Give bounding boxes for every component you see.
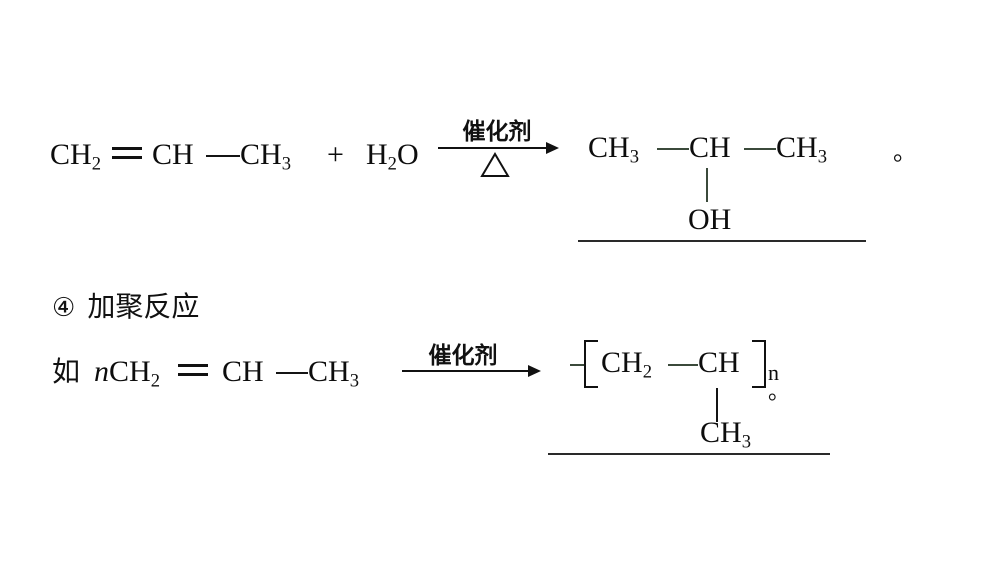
- single-bond-1: [206, 155, 240, 157]
- product-bond-vertical: [706, 168, 708, 202]
- single-bond-2: [276, 372, 308, 374]
- polymer-bracket-left: [584, 340, 598, 388]
- water-h-subscript: 2: [387, 153, 397, 175]
- arrow-2-head: [528, 365, 541, 377]
- example-lead-in: 如: [52, 355, 81, 388]
- reactant-ch2-subscript: 2: [91, 153, 101, 175]
- arrow-2-catalyst-label: 催化剂: [428, 343, 498, 369]
- plus-sign-1: +: [327, 138, 344, 171]
- reactant-ch2-label: CH: [50, 138, 92, 171]
- monomer-ch2-label: CH: [109, 355, 151, 388]
- polymer-unit-ch: CH: [698, 348, 740, 378]
- polymer-bracket-right: [752, 340, 766, 388]
- product-left-ch3: CH3: [588, 133, 639, 167]
- section-4-title: 加聚反应: [87, 290, 200, 323]
- monomer-ch-middle: CH: [222, 357, 264, 387]
- arrow-1-catalyst-label: 催化剂: [462, 119, 532, 145]
- product-bond-right: [744, 148, 776, 150]
- product-center-ch-label: CH: [689, 131, 731, 164]
- polymer-unit-ch-label: CH: [698, 346, 740, 379]
- heat-triangle-icon: [480, 152, 510, 178]
- polymer-unit-ch2-subscript: 2: [642, 361, 652, 383]
- double-bond-1: [112, 147, 142, 159]
- arrow-1-shaft: [438, 147, 548, 149]
- polymer-degree-subscript-n: n: [768, 360, 779, 385]
- section-4-heading: ④ 加聚反应: [52, 290, 200, 323]
- polymer-unit-ch2-label: CH: [601, 346, 643, 379]
- monomer-coefficient-and-ch2: nCH2: [94, 357, 160, 391]
- answer-underline-2: [548, 453, 830, 455]
- polymer-branch-ch3-subscript: 3: [741, 431, 751, 453]
- product-right-ch3: CH3: [776, 133, 827, 167]
- monomer-ch2-subscript: 2: [150, 370, 160, 392]
- monomer-ch3-subscript: 3: [349, 370, 359, 392]
- water-o: O: [396, 138, 419, 171]
- reactant-water: H2O: [366, 140, 419, 174]
- product-left-ch3-subscript: 3: [629, 146, 639, 168]
- sentence-period-2: 。: [768, 380, 791, 405]
- polymer-branch-bond: [716, 388, 718, 422]
- reactant-ch3-subscript: 3: [281, 153, 291, 175]
- sentence-period-1: 。: [893, 138, 917, 166]
- reactant-ch3: CH3: [240, 140, 291, 174]
- reactant-ch-middle: CH: [152, 140, 194, 170]
- product-right-ch3-subscript: 3: [817, 146, 827, 168]
- monomer-ch-middle-label: CH: [222, 355, 264, 388]
- answer-underline-1: [578, 240, 866, 242]
- reaction-1-block: CH2 CH CH3 + H2O 催化剂 CH3 CH: [0, 0, 1000, 260]
- arrow-2-shaft: [402, 370, 530, 372]
- polymer-branch-ch3-label: CH: [700, 416, 742, 449]
- product-right-ch3-label: CH: [776, 131, 818, 164]
- water-h: H: [366, 138, 388, 171]
- product-center-ch: CH: [689, 133, 731, 163]
- reactant-ch2: CH2: [50, 140, 101, 174]
- reaction-arrow-1: 催化剂: [438, 112, 560, 192]
- polymer-branch-ch3: CH3: [700, 418, 751, 452]
- product-bond-left: [657, 148, 689, 150]
- product-hydroxyl: OH: [688, 203, 732, 236]
- monomer-ch3: CH3: [308, 357, 359, 391]
- monomer-coefficient-n: n: [94, 355, 109, 388]
- reactant-ch3-label: CH: [240, 138, 282, 171]
- section-4-marker: ④: [52, 293, 76, 323]
- monomer-ch3-label: CH: [308, 355, 350, 388]
- reaction-arrow-2: 催化剂: [402, 336, 542, 396]
- reactant-ch-middle-label: CH: [152, 138, 194, 171]
- polymer-unit-ch2: CH2: [601, 348, 652, 382]
- product-left-ch3-label: CH: [588, 131, 630, 164]
- polymer-backbone-bond: [668, 364, 698, 366]
- double-bond-2: [178, 364, 208, 376]
- arrow-1-head: [546, 142, 559, 154]
- polymer-left-stub-bond: [570, 364, 586, 366]
